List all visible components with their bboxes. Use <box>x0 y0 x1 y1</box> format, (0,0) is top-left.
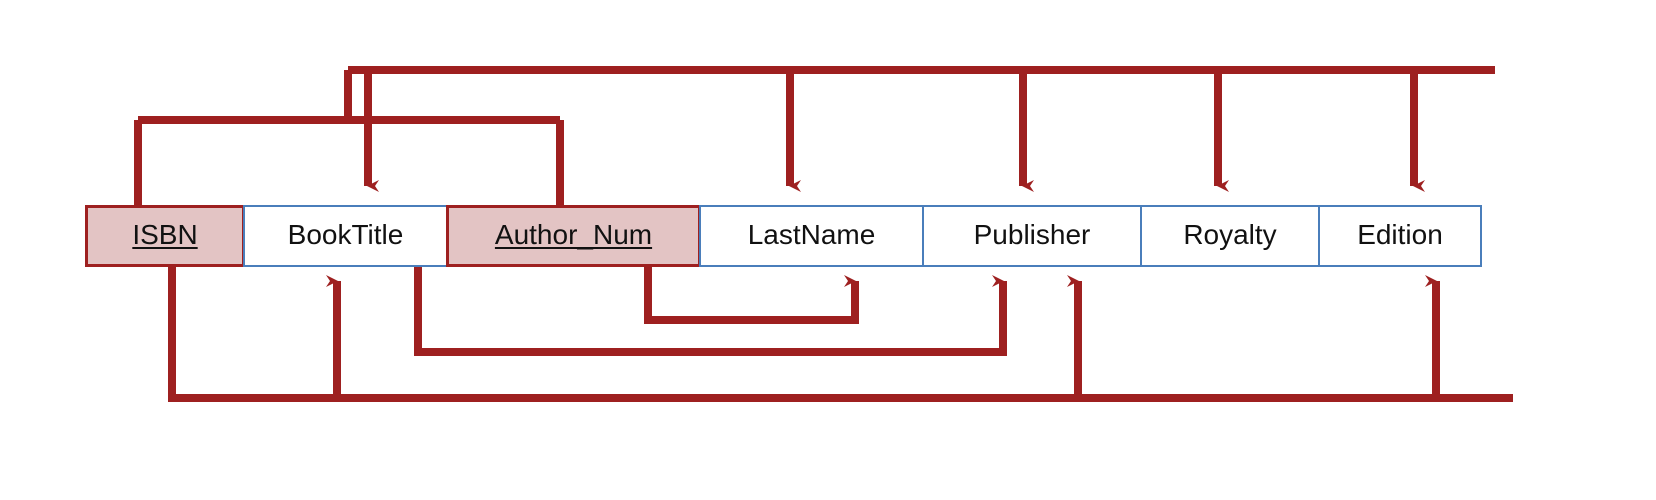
attribute-label-lastname: LastName <box>747 219 876 250</box>
attribute-label-booktitle: BookTitle <box>287 219 404 250</box>
attribute-label-isbn: ISBN <box>132 219 198 250</box>
attribute-cell-isbn[interactable]: ISBN <box>85 205 245 267</box>
isbn-bottom-bus <box>168 267 1513 402</box>
arrow-booktitle-to-publisher <box>414 267 1007 356</box>
attribute-label-publisher: Publisher <box>973 219 1091 250</box>
attribute-row: ISBN BookTitle Author_Num LastName Publi… <box>85 205 1482 267</box>
attribute-cell-edition[interactable]: Edition <box>1318 205 1482 267</box>
attribute-label-author-num: Author_Num <box>494 219 653 250</box>
attribute-label-edition: Edition <box>1357 219 1443 250</box>
attribute-cell-author-num[interactable]: Author_Num <box>446 205 701 267</box>
arrow-authornum-to-lastname <box>644 267 859 324</box>
attribute-label-royalty: Royalty <box>1183 219 1277 250</box>
attribute-cell-lastname[interactable]: LastName <box>699 205 924 267</box>
attribute-cell-royalty[interactable]: Royalty <box>1140 205 1320 267</box>
attribute-cell-publisher[interactable]: Publisher <box>922 205 1142 267</box>
attribute-cell-booktitle[interactable]: BookTitle <box>243 205 448 267</box>
